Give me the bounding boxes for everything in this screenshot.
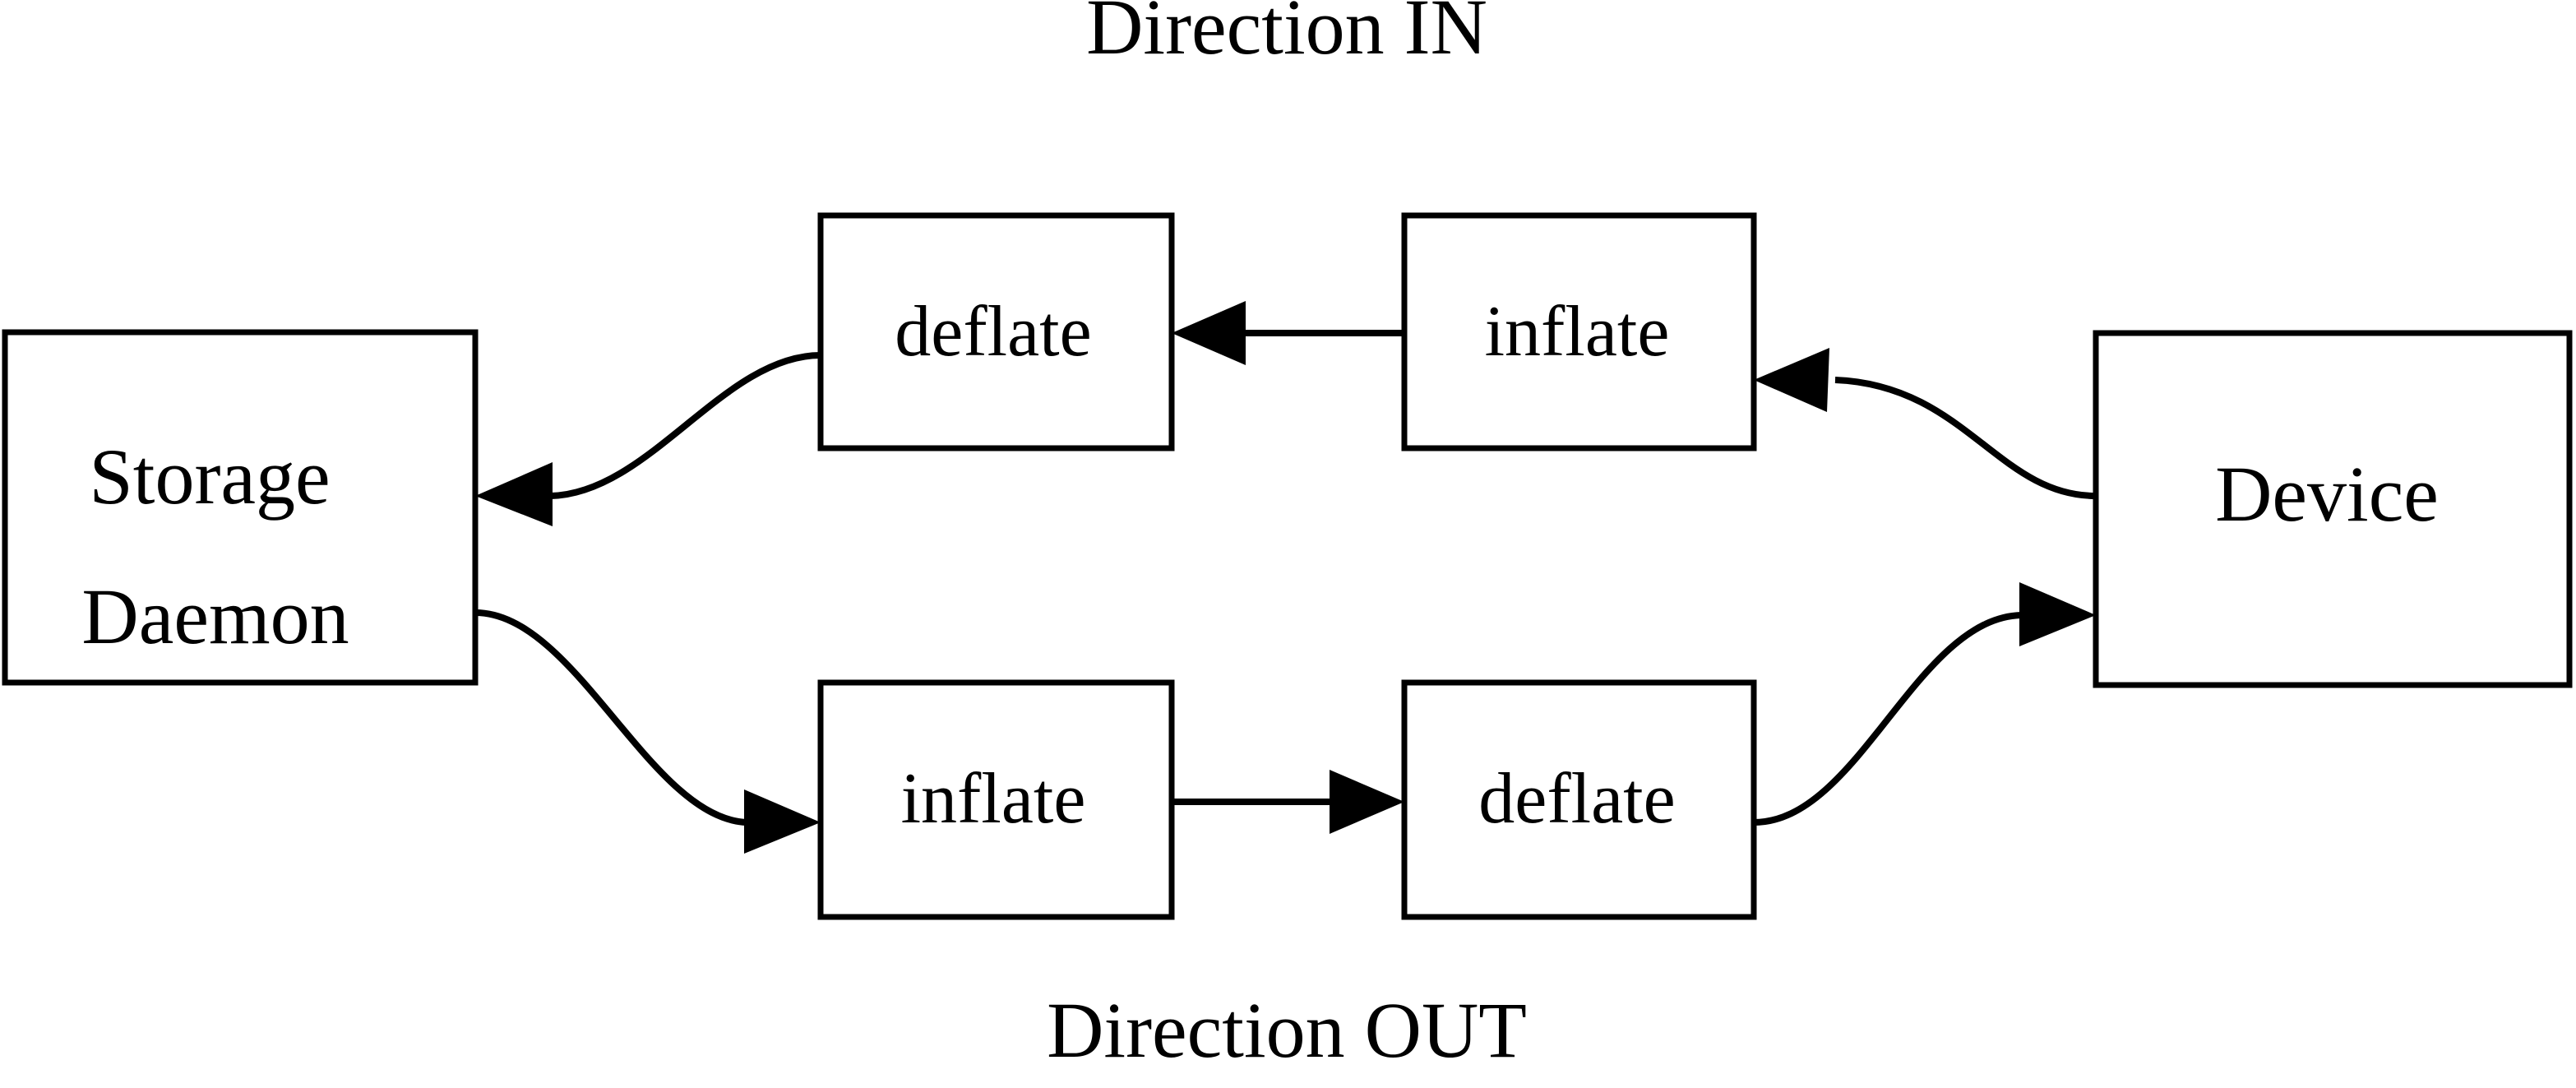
arrowhead-left-deflate-in-to-storage-daemon [475, 462, 553, 526]
edge-device-to-inflate-in [1754, 348, 2097, 499]
edge-device-to-inflate-in-line [1834, 377, 2097, 499]
caption-direction-out: Direction OUT [1047, 986, 1527, 1074]
node-inflate-in[interactable]: inflate [1401, 212, 1757, 451]
edge-storage-daemon-to-inflate-out [474, 609, 821, 854]
arrowhead-right-storage-daemon-to-inflate-out [744, 789, 821, 854]
node-inflate-in-box[interactable] [1401, 212, 1757, 451]
node-device[interactable]: Device [2093, 330, 2573, 688]
node-device-label: Device [2215, 450, 2439, 538]
node-deflate-in-label: deflate [895, 292, 1091, 372]
arrowhead-left-device-to-inflate-in [1754, 348, 1829, 412]
edge-deflate-in-to-storage-daemon [475, 352, 821, 526]
node-device-box[interactable] [2093, 330, 2573, 688]
node-deflate-in-box[interactable] [817, 212, 1175, 451]
node-storage-daemon-label-line2: Daemon [81, 572, 349, 660]
node-deflate-out[interactable]: deflate [1401, 679, 1757, 920]
node-deflate-in[interactable]: deflate [817, 212, 1175, 451]
node-storage-daemon-label-line1: Storage [89, 433, 330, 521]
edge-deflate-in-to-storage-daemon-line [550, 352, 821, 499]
caption-direction-in: Direction IN [1086, 0, 1487, 71]
edge-storage-daemon-to-inflate-out-line [474, 609, 747, 826]
node-inflate-out-box[interactable] [817, 679, 1175, 920]
node-deflate-out-box[interactable] [1401, 679, 1757, 920]
node-storage-daemon-box[interactable] [2, 329, 479, 686]
edge-inflate-out-to-deflate-out [1172, 770, 1404, 834]
node-deflate-out-label: deflate [1478, 759, 1675, 839]
arrowhead-right-deflate-out-to-device [2019, 582, 2096, 646]
arrowhead-left-inflate-in-to-deflate-in [1172, 301, 1246, 365]
edge-deflate-out-to-device [1753, 582, 2096, 826]
node-inflate-out[interactable]: inflate [817, 679, 1175, 920]
arrowhead-right-inflate-out-to-deflate-out [1330, 770, 1404, 834]
edge-deflate-out-to-device-line [1753, 612, 2022, 826]
edge-inflate-in-to-deflate-in [1172, 301, 1404, 365]
node-inflate-in-label: inflate [1485, 292, 1670, 372]
node-storage-daemon[interactable]: Storage Daemon [2, 329, 479, 686]
node-inflate-out-label: inflate [901, 759, 1086, 839]
